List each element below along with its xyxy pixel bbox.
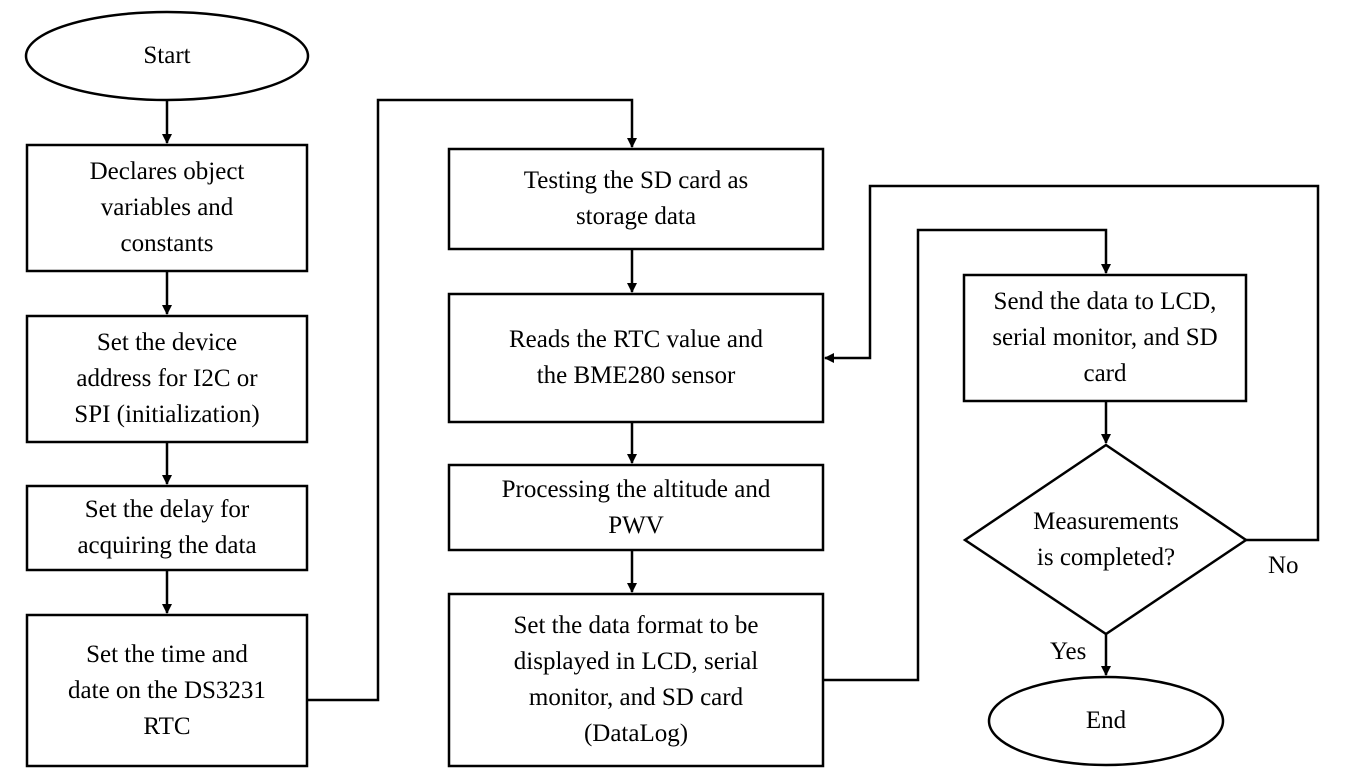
arrow-time-to-test-sd xyxy=(307,98,637,702)
process-altitude-label: Processing the altitude and PWV xyxy=(501,475,771,539)
set-time-process-shape xyxy=(25,613,309,768)
end-label: End xyxy=(1085,707,1127,734)
read-rtc-process-shape xyxy=(447,292,825,424)
send-data-label: Send the data to LCD, serial monitor, an… xyxy=(992,288,1218,387)
set-address-process-shape xyxy=(25,314,309,444)
read-rtc-label: Reads the RTC value and the BME280 senso… xyxy=(509,326,763,389)
declare-process-shape xyxy=(25,143,309,273)
send-data-process-shape xyxy=(962,273,1248,403)
set-address-label: Set the device address for I2C or SPI (i… xyxy=(74,329,260,428)
set-format-label: Set the data format to be displayed in L… xyxy=(513,612,759,747)
declare-label: Declares object variables and constants xyxy=(89,158,245,257)
process-altitude-shape xyxy=(447,463,825,552)
set-time-label: Set the time and date on the DS3231 RTC xyxy=(68,640,266,740)
arrow-decision-no-loop xyxy=(824,184,1320,542)
decision-label: Measurements is completed? xyxy=(1033,508,1179,571)
set-format-process-shape xyxy=(447,592,825,768)
yes-branch-label: Yes xyxy=(1050,638,1087,665)
end-terminal-shape xyxy=(987,675,1225,767)
arrow-format-to-send-data xyxy=(823,228,1111,682)
test-sd-label: Testing the SD card as storage data xyxy=(523,167,749,230)
set-delay-process-shape xyxy=(25,484,309,572)
test-sd-process-shape xyxy=(447,147,825,251)
set-delay-label: Set the delay for acquiring the data xyxy=(77,496,257,559)
no-branch-label: No xyxy=(1268,552,1299,579)
start-label: Start xyxy=(143,42,191,69)
